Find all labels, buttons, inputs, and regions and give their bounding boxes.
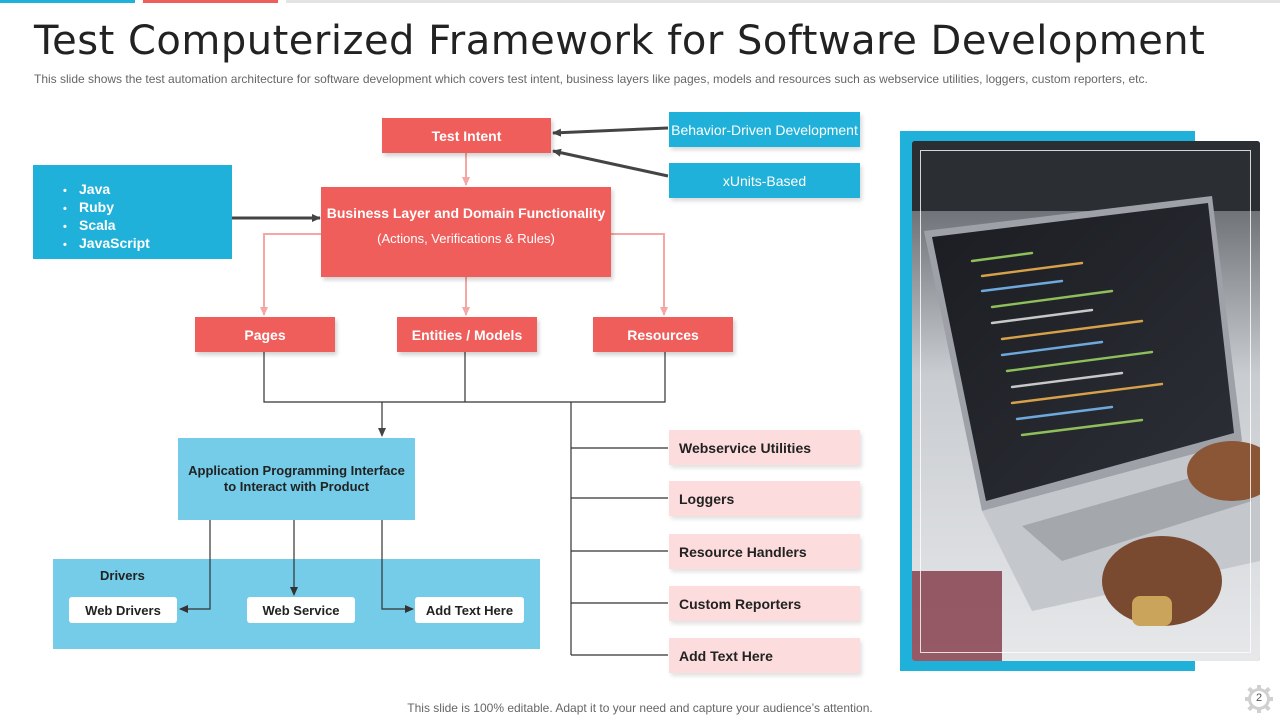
bdd-box: Behavior-Driven Development (669, 112, 860, 147)
test-intent-box: Test Intent (382, 118, 551, 153)
slide-footer: This slide is 100% editable. Adapt it to… (407, 701, 873, 715)
language-item: •Scala (63, 217, 116, 233)
xunits-box: xUnits-Based (669, 163, 860, 198)
page-number: 2 (1255, 692, 1263, 704)
resource-item-handlers: Resource Handlers (669, 534, 860, 569)
page-number-badge: 2 (1244, 684, 1274, 714)
gear-icon (1245, 685, 1273, 713)
accent-bar-red (143, 0, 278, 3)
bdd-arrow (552, 126, 669, 137)
laptop-photo (912, 141, 1260, 661)
web-service-box: Web Service (247, 597, 355, 623)
slide-subtitle: This slide shows the test automation arc… (34, 72, 1148, 86)
resource-item-loggers: Loggers (669, 481, 860, 516)
entities-box: Entities / Models (397, 317, 537, 352)
api-label: Application Programming Interface to Int… (188, 463, 405, 494)
accent-bar-blue (0, 0, 135, 3)
languages-box: •Java •Ruby •Scala •JavaScript (33, 165, 232, 259)
web-drivers-box: Web Drivers (69, 597, 177, 623)
business-layer-title: Business Layer and Domain Functionality (326, 204, 606, 221)
xunits-arrow (552, 148, 669, 178)
add-text-driver-box: Add Text Here (415, 597, 524, 623)
resources-box: Resources (593, 317, 733, 352)
drivers-label: Drivers (100, 568, 145, 583)
pages-box: Pages (195, 317, 335, 352)
business-to-resources-arrow (611, 233, 668, 316)
business-to-pages-arrow (260, 233, 321, 316)
resource-item-add-text: Add Text Here (669, 638, 860, 673)
language-item: •JavaScript (63, 235, 150, 251)
business-layer-detail: (Actions, Verifications & Rules) (377, 230, 555, 246)
accent-bar-gray (286, 0, 1280, 3)
resource-item-reporters: Custom Reporters (669, 586, 860, 621)
business-layer-box: Business Layer and Domain Functionality … (321, 187, 611, 277)
api-box: Application Programming Interface to Int… (178, 438, 415, 520)
language-item: •Ruby (63, 199, 114, 215)
language-item: •Java (63, 181, 111, 197)
slide-title: Test Computerized Framework for Software… (34, 18, 1206, 64)
resource-item-webservice: Webservice Utilities (669, 430, 860, 465)
photo-inner-border (920, 150, 1251, 653)
